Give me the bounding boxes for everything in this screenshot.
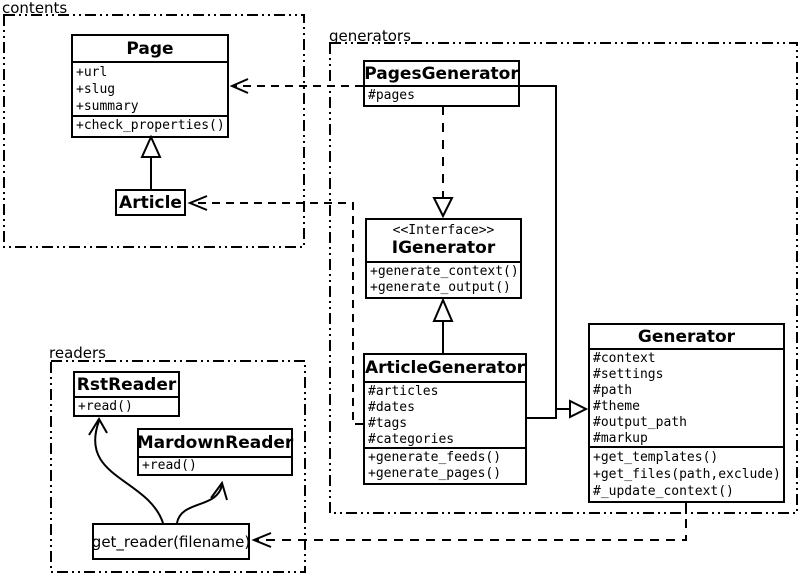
attribute: #articles: [368, 384, 439, 399]
package-label-readers: readers: [49, 344, 106, 362]
method: #_update_context(): [593, 484, 734, 499]
attributes-compartment: #pages: [365, 85, 518, 105]
attribute: #theme: [593, 399, 640, 414]
class-title: PagesGenerator: [364, 63, 519, 84]
methods-compartment: +get_templates() +get_files(path,exclude…: [590, 446, 783, 501]
methods-compartment: +check_properties(): [73, 115, 227, 136]
inheritance-arrow-article-to-page: [140, 134, 162, 189]
class-box-igenerator: <<Interface>> IGenerator +generate_conte…: [365, 218, 522, 299]
class-title: ArticleGenerator: [364, 358, 526, 378]
method: +generate_context(): [370, 264, 519, 279]
class-box-rst-reader: RstReader +read(): [73, 371, 180, 417]
class-title: <<Interface>> IGenerator: [367, 220, 520, 261]
attributes-compartment: #articles #dates #tags #categories: [365, 381, 525, 447]
class-box-article-generator: ArticleGenerator #articles #dates #tags …: [363, 353, 527, 485]
attribute: #dates: [368, 400, 415, 415]
inheritance-arrow-articlegenerator-to-igenerator: [432, 297, 454, 353]
class-box-pages-generator: PagesGenerator #pages: [363, 60, 520, 107]
class-box-generator: Generator #context #settings #path #them…: [588, 323, 785, 503]
attribute: +url: [76, 65, 108, 80]
class-title: MardownReader: [136, 433, 294, 453]
dependency-arrow-generator-to-getreader: [251, 503, 687, 548]
methods-compartment: +read(): [139, 456, 291, 474]
method: +read(): [142, 458, 197, 473]
method: +generate_output(): [370, 280, 511, 295]
class-box-mardown-reader: MardownReader +read(): [137, 428, 293, 476]
methods-compartment: +generate_context() +generate_output(): [367, 261, 520, 297]
function-label: get_reader(filename): [91, 532, 251, 551]
package-label-contents: contents: [2, 0, 68, 17]
attribute: #markup: [593, 431, 648, 446]
class-box-page: Page +url +slug +summary +check_properti…: [71, 34, 229, 138]
class-title: RstReader: [76, 374, 177, 395]
method: +read(): [78, 399, 133, 414]
attribute: #context: [593, 351, 656, 366]
attribute: +slug: [76, 82, 116, 97]
arrow-getreader-to-mardownreader: [176, 480, 228, 524]
methods-compartment: +generate_feeds() +generate_pages(): [365, 447, 525, 483]
method: +get_templates(): [593, 450, 719, 465]
function-box-get-reader: get_reader(filename): [92, 523, 250, 560]
attribute: #output_path: [593, 415, 687, 430]
method: +check_properties(): [76, 118, 225, 133]
method: +get_files(path,exclude): [593, 467, 781, 482]
class-name: IGenerator: [391, 238, 496, 258]
attribute: #categories: [368, 432, 455, 447]
method: +generate_feeds(): [368, 450, 502, 465]
inheritance-arrow-generators-to-generator: [518, 85, 589, 419]
attribute: #path: [593, 383, 633, 398]
methods-compartment: +read(): [75, 396, 178, 415]
attribute: #settings: [593, 367, 664, 382]
attribute: +summary: [76, 99, 139, 114]
class-title: Page: [126, 38, 174, 59]
realization-arrow-pagesgenerator-to-igenerator: [432, 106, 454, 219]
class-title: Article: [119, 192, 182, 213]
method: +generate_pages(): [368, 466, 502, 481]
package-label-generators: generators: [329, 27, 411, 45]
attributes-compartment: +url +slug +summary: [73, 61, 227, 115]
attribute: #pages: [368, 88, 415, 103]
attribute: #tags: [368, 416, 408, 431]
stereotype-label: <<Interface>>: [392, 223, 495, 238]
dependency-arrow-pagesgenerator-to-page: [229, 78, 363, 94]
attributes-compartment: #context #settings #path #theme #output_…: [590, 348, 783, 446]
class-box-article: Article: [115, 189, 186, 216]
dependency-arrow-articlegenerator-to-article: [187, 195, 363, 425]
class-title: Generator: [637, 326, 736, 347]
